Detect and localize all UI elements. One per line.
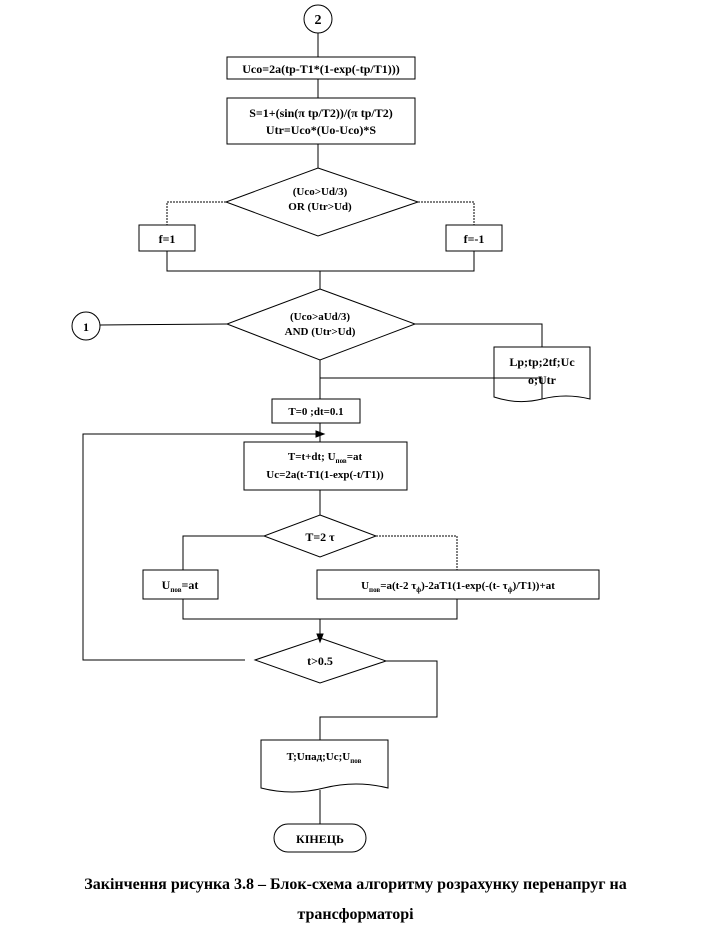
output-1-line1: Lp;tp;2tf;Uc [509,355,575,369]
figure-caption-line2: трансформаторі [297,906,414,923]
init-label: T=0 ;dt=0.1 [288,406,343,418]
s-calc-label: S=1+(sin(π tp/T2))/(π tp/T2) [249,106,393,120]
decision-3-label: T=2 τ [305,530,335,544]
upov-left-label: Uпов=at [162,578,199,594]
decision-2-line1: (Uco>aUd/3) [290,311,350,323]
process-init [271,398,361,424]
decision-1-line1: (Uco>Ud/3) [293,186,348,198]
loop-calc-line1: T=t+dt; Uпов=at [288,451,363,465]
decision-2-line2: AND (Utr>Ud) [285,326,356,338]
decision-3 [262,514,378,558]
process-upov-left [142,569,219,600]
output-document-2 [260,739,389,793]
decision-1-line2: OR (Utr>Ud) [288,201,352,213]
output-2-label: T;Uпад;Uc;Uпов [287,751,362,765]
connector-1-label: 1 [83,320,89,334]
loop-calc-line2: Uc=2a(t-T1(1-exp(-t/T1)) [266,469,384,481]
flowchart: 2 1 Uco=2a(tp-T1*(1-exp(-tp/T1))) S=1+(s… [71,4,600,853]
process-uco [226,56,416,80]
f-neg-label: f=-1 [464,232,485,246]
connector-2-label: 2 [315,13,322,28]
output-1-line2: o;Utr [528,373,557,387]
upov-right-label: Uпов=a(t-2 τф)-2aT1(1-exp(-(t- τф)/T1))+… [361,580,555,594]
terminator-end [273,823,367,853]
connector-1 [71,311,101,341]
process-upov-right [316,569,600,600]
end-label: КІНЕЦЬ [296,832,344,846]
f-pos-label: f=1 [159,232,176,246]
decision-1 [224,167,420,237]
decision-2 [225,288,417,361]
decision-4-label: t>0.5 [307,654,333,668]
figure-caption-line1: Закінчення рисунка 3.8 – Блок-схема алго… [84,876,627,893]
decision-4 [253,637,388,684]
process-loop-calc [243,441,408,491]
process-s-utr [226,97,416,145]
uco-label: Uco=2a(tp-T1*(1-exp(-tp/T1))) [242,62,399,76]
utr-label: Utr=Uco*(Uo-Uco)*S [266,123,376,137]
